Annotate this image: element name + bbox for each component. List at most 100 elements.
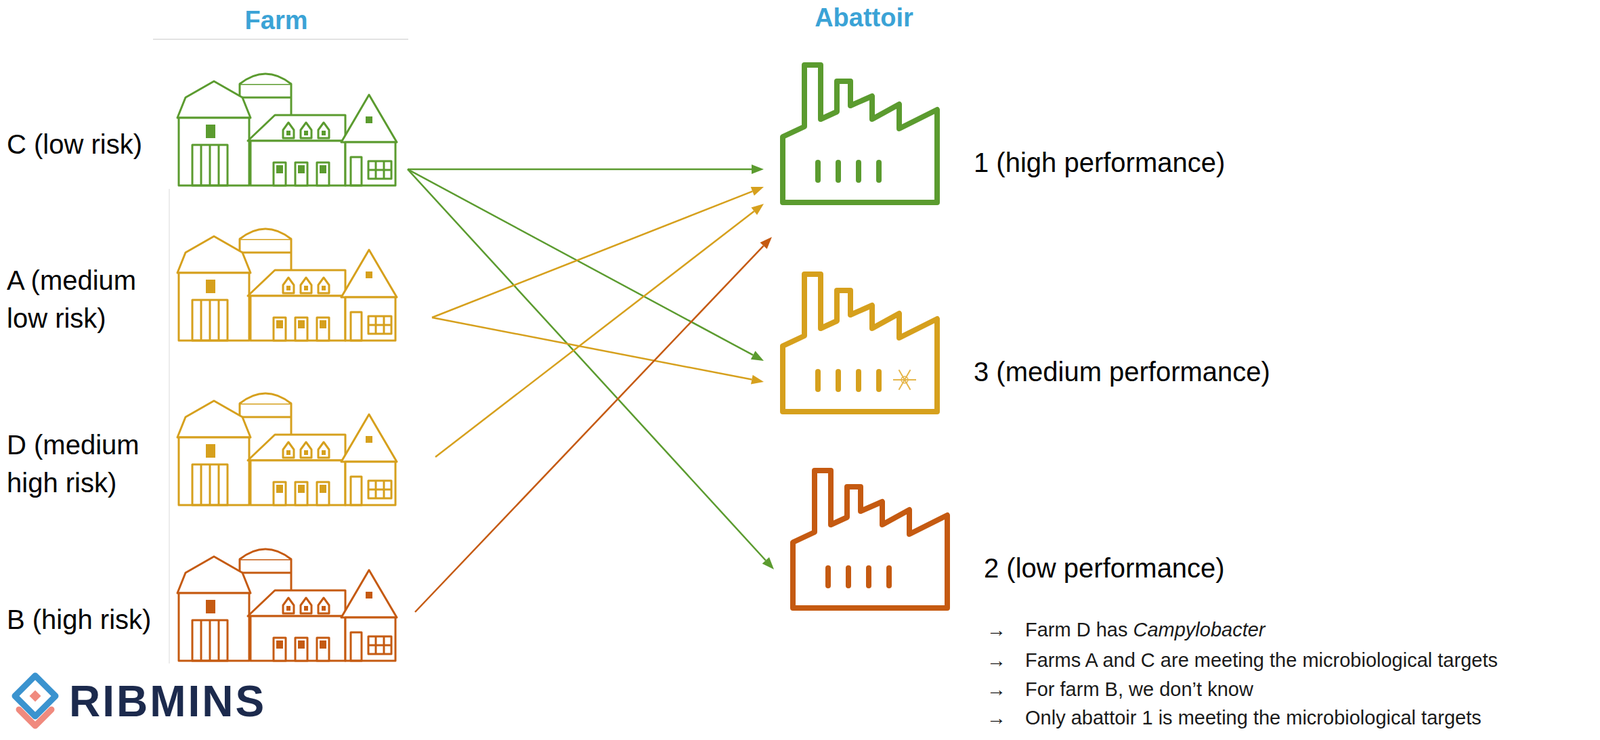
note-text: Farms A and C are meeting the microbiolo…: [1025, 649, 1498, 672]
dormer-window: [286, 606, 291, 611]
gable-wall: [345, 142, 396, 186]
door-window: [297, 165, 305, 174]
factory-window: [845, 568, 852, 586]
door-plank: [209, 620, 212, 661]
hay-window: [205, 124, 216, 139]
grid-window: [368, 636, 392, 655]
node-text: 3 (medium performance): [973, 352, 1271, 391]
door-window: [319, 484, 327, 493]
gable-roof: [341, 570, 397, 618]
logo-dot: [29, 690, 42, 703]
house-door: [316, 637, 330, 661]
house-wall: [250, 295, 346, 341]
house-door: [316, 317, 330, 341]
house-door: [295, 637, 308, 661]
house-wall: [250, 616, 346, 661]
bullet-arrow: →: [986, 618, 1007, 642]
farm-icon: [174, 66, 399, 187]
node-label: A (medium low risk): [6, 261, 174, 338]
gable-wall: [345, 617, 396, 661]
dormer: [318, 277, 330, 294]
note-text: Campylobacter: [1132, 618, 1265, 642]
column-rule: [168, 188, 170, 664]
silo-dome: [239, 228, 292, 240]
node-text: C (low risk): [6, 125, 174, 164]
house-door: [316, 162, 330, 186]
door-plank: [209, 299, 212, 341]
door-plank: [218, 144, 221, 186]
header-rule: [153, 38, 409, 40]
house-door: [273, 317, 286, 341]
factory-window: [815, 371, 821, 390]
bullet-arrow: →: [986, 649, 1007, 672]
gable-roof: [341, 414, 397, 462]
factory-window: [815, 162, 821, 181]
factory-window: [835, 162, 841, 181]
dormer: [300, 442, 312, 458]
door-plank: [200, 620, 203, 661]
door-window: [276, 484, 284, 493]
abattoir-icon: [778, 270, 942, 416]
door-plank: [218, 620, 221, 661]
farm-icon: [174, 541, 399, 663]
barn-wall: [178, 117, 250, 186]
factory-outline: [782, 65, 938, 203]
barn-door: [192, 464, 228, 506]
gable-window: [365, 116, 373, 124]
silo-dome: [239, 549, 292, 560]
house-wall: [250, 460, 346, 506]
gable-door: [350, 476, 362, 506]
abattoir-node: 3 (medium performance): [778, 270, 1271, 416]
factory-outline: [782, 274, 938, 412]
door-plank: [209, 144, 212, 186]
factory-window: [855, 162, 862, 181]
dormer: [318, 122, 330, 139]
dormer: [318, 442, 330, 458]
door-window: [276, 165, 284, 174]
dormer: [300, 597, 312, 614]
gable-door: [350, 632, 362, 661]
node-text: D (medium high risk): [6, 425, 174, 502]
flow-arrow: [407, 169, 774, 570]
house-door: [273, 637, 286, 661]
flow-arrow: [415, 236, 772, 613]
window-bar: [368, 488, 392, 491]
door-plank: [200, 464, 203, 506]
snowflake: [899, 369, 911, 390]
snowflake: [901, 376, 908, 384]
hay-window: [205, 444, 216, 458]
flow-line: [431, 191, 753, 318]
grid-window: [368, 161, 392, 179]
flow-line: [407, 168, 752, 171]
note-text: Farm D has: [1025, 618, 1128, 642]
door-window: [297, 640, 305, 649]
barn-wall: [178, 593, 250, 661]
arrowhead: [750, 375, 764, 385]
flow-arrow: [407, 169, 764, 361]
dormer: [283, 277, 294, 294]
farm-node: B (high risk): [6, 541, 399, 663]
door-window: [319, 320, 327, 329]
flow-arrow: [431, 317, 764, 384]
abattoir-icon: [788, 466, 952, 613]
factory-window: [876, 162, 882, 181]
house-roof: [247, 270, 346, 296]
arrowhead: [750, 186, 764, 196]
dormer-window: [286, 130, 291, 136]
dormer-window: [304, 285, 309, 291]
door-window: [276, 640, 284, 649]
factory-outline: [792, 470, 948, 609]
door-plank: [218, 464, 221, 506]
abattoir-node: 2 (low performance): [788, 466, 1225, 613]
dormer: [300, 122, 312, 139]
bullet-arrow: →: [986, 678, 1007, 701]
factory-window: [835, 371, 841, 390]
bullet-arrow: →: [986, 706, 1007, 730]
house-roof: [247, 590, 346, 617]
silo-dome: [239, 393, 292, 404]
node-label: 2 (low performance): [983, 549, 1225, 588]
gable-door: [350, 312, 362, 341]
abattoir-icon: [778, 60, 942, 207]
barn-door: [192, 299, 228, 341]
house-door: [273, 482, 286, 506]
